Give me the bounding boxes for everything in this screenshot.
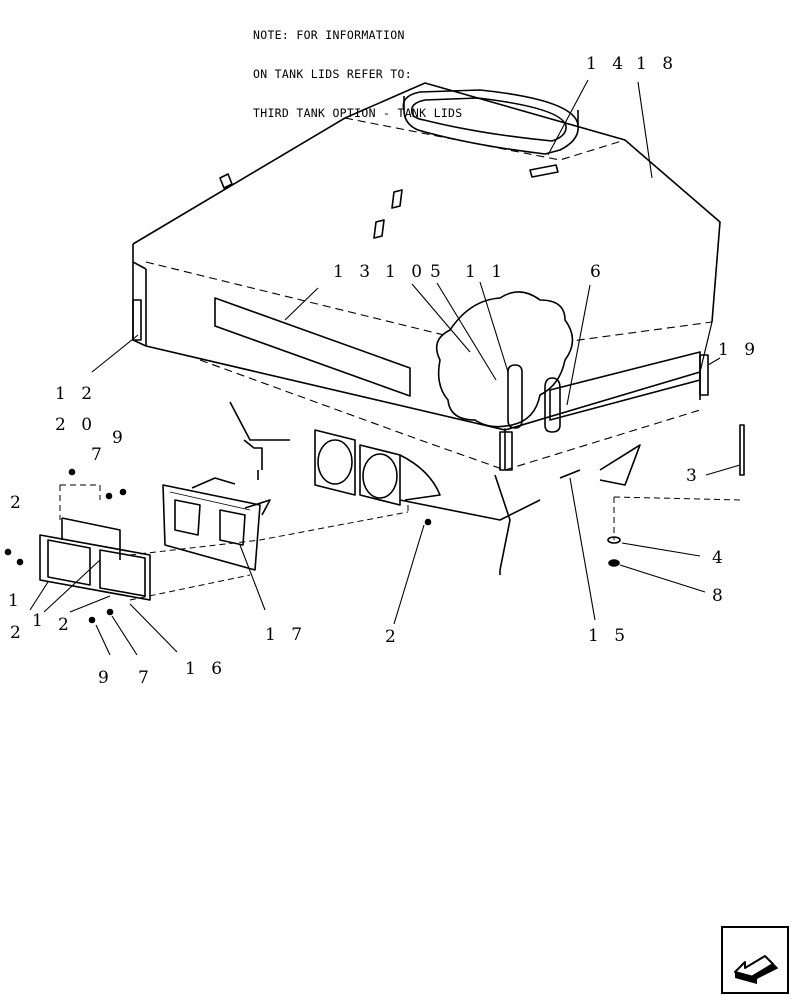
strap-left — [132, 299, 142, 341]
callout-8: 8 — [712, 586, 728, 606]
callout-3: 3 — [686, 466, 702, 486]
meter-housing — [314, 429, 441, 506]
callout-12: 1 2 — [55, 384, 97, 404]
callout-1-mid: 1 — [32, 611, 48, 631]
callout-2-mid: 2 — [58, 615, 74, 635]
decal-13 — [214, 297, 411, 397]
hidden-lines — [145, 117, 713, 471]
callout-7-bottom: 7 — [138, 668, 154, 688]
callout-20: 2 0 — [55, 415, 97, 435]
callout-11: 1 1 — [465, 262, 507, 282]
callout-16: 1 6 — [185, 659, 227, 679]
hopper-bottom — [229, 401, 641, 575]
callout-10: 1 0 — [385, 262, 427, 282]
sight-tube — [507, 364, 523, 429]
fasteners — [4, 424, 745, 624]
tank-lid-opening — [402, 89, 579, 155]
callout-17: 1 7 — [265, 625, 307, 645]
assembly-lines — [59, 484, 743, 601]
callout-19: 1 9 — [718, 340, 760, 360]
callout-7-top: 7 — [91, 445, 107, 465]
previous-page-arrow-icon — [734, 955, 779, 984]
callout-18: 1 8 — [636, 54, 678, 74]
previous-page-button[interactable] — [721, 926, 789, 994]
note-line-2: ON TANK LIDS REFER TO: — [253, 67, 412, 81]
note-line-1: NOTE: FOR INFORMATION — [253, 28, 405, 42]
level-indicator — [544, 377, 561, 433]
plate-17 — [162, 477, 271, 571]
callout-1-left: 1 — [8, 591, 24, 611]
callout-2-center: 2 — [385, 627, 401, 647]
callout-2-left: 2 — [10, 493, 26, 513]
callout-2-lower: 2 — [10, 623, 26, 643]
flange-16 — [39, 517, 151, 601]
callout-6: 6 — [590, 262, 606, 282]
callout-9-bottom: 9 — [98, 668, 114, 688]
callout-9-top: 9 — [112, 428, 128, 448]
callout-5: 5 — [430, 262, 446, 282]
callout-13: 1 3 — [333, 262, 375, 282]
callout-15: 1 5 — [588, 626, 630, 646]
strap-front — [499, 431, 513, 471]
callout-4: 4 — [712, 548, 728, 568]
strap-right — [699, 354, 709, 396]
top-brackets — [219, 164, 559, 239]
leader-lines — [29, 79, 741, 656]
callout-14: 1 4 — [586, 54, 628, 74]
